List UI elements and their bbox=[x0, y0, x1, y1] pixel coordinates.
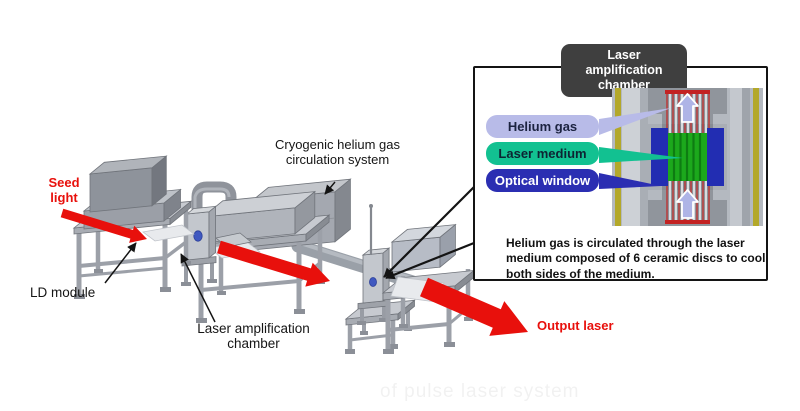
yellow-rails bbox=[615, 88, 759, 226]
optical-window-tag: Optical window bbox=[486, 169, 599, 192]
watermark-text: of pulse laser system bbox=[380, 381, 580, 402]
helium-flow-channels bbox=[665, 90, 710, 224]
beam-arrow-mid bbox=[217, 240, 330, 287]
laser-medium-discs bbox=[668, 133, 707, 181]
amp-chamber-pointer-arrow bbox=[180, 253, 216, 323]
inset-leader-lines bbox=[383, 186, 475, 280]
ld-module-label: LD module bbox=[30, 285, 96, 300]
ld-module-pointer-arrow bbox=[104, 242, 137, 284]
seed-light-label: Seed light bbox=[48, 175, 80, 205]
output-laser-label: Output laser bbox=[537, 318, 614, 333]
output-laser-arrow bbox=[420, 277, 528, 336]
optical-windows bbox=[651, 128, 724, 186]
cryo-pointer-arrow bbox=[324, 181, 336, 195]
inset-title-badge: Laser amplification chamber bbox=[561, 44, 687, 98]
amplification-chamber-label: Laser amplification chamber bbox=[197, 321, 310, 352]
seed-light-arrow bbox=[60, 208, 148, 243]
cryo-system-label: Cryogenic helium gas circulation system bbox=[274, 137, 400, 167]
inset-caption: Helium gas is circulated through the las… bbox=[506, 236, 766, 281]
amplification-chamber-1 bbox=[181, 205, 217, 286]
helium-flow-up-arrow-icon bbox=[676, 93, 699, 219]
helium-gas-tag: Helium gas bbox=[486, 115, 599, 138]
laser-medium-tag: Laser medium bbox=[486, 142, 599, 165]
bench-3-amplification-chamber-2 bbox=[344, 204, 416, 354]
inset-panel: Laser amplification chamber bbox=[473, 44, 768, 281]
chamber-cross-section bbox=[612, 88, 763, 226]
